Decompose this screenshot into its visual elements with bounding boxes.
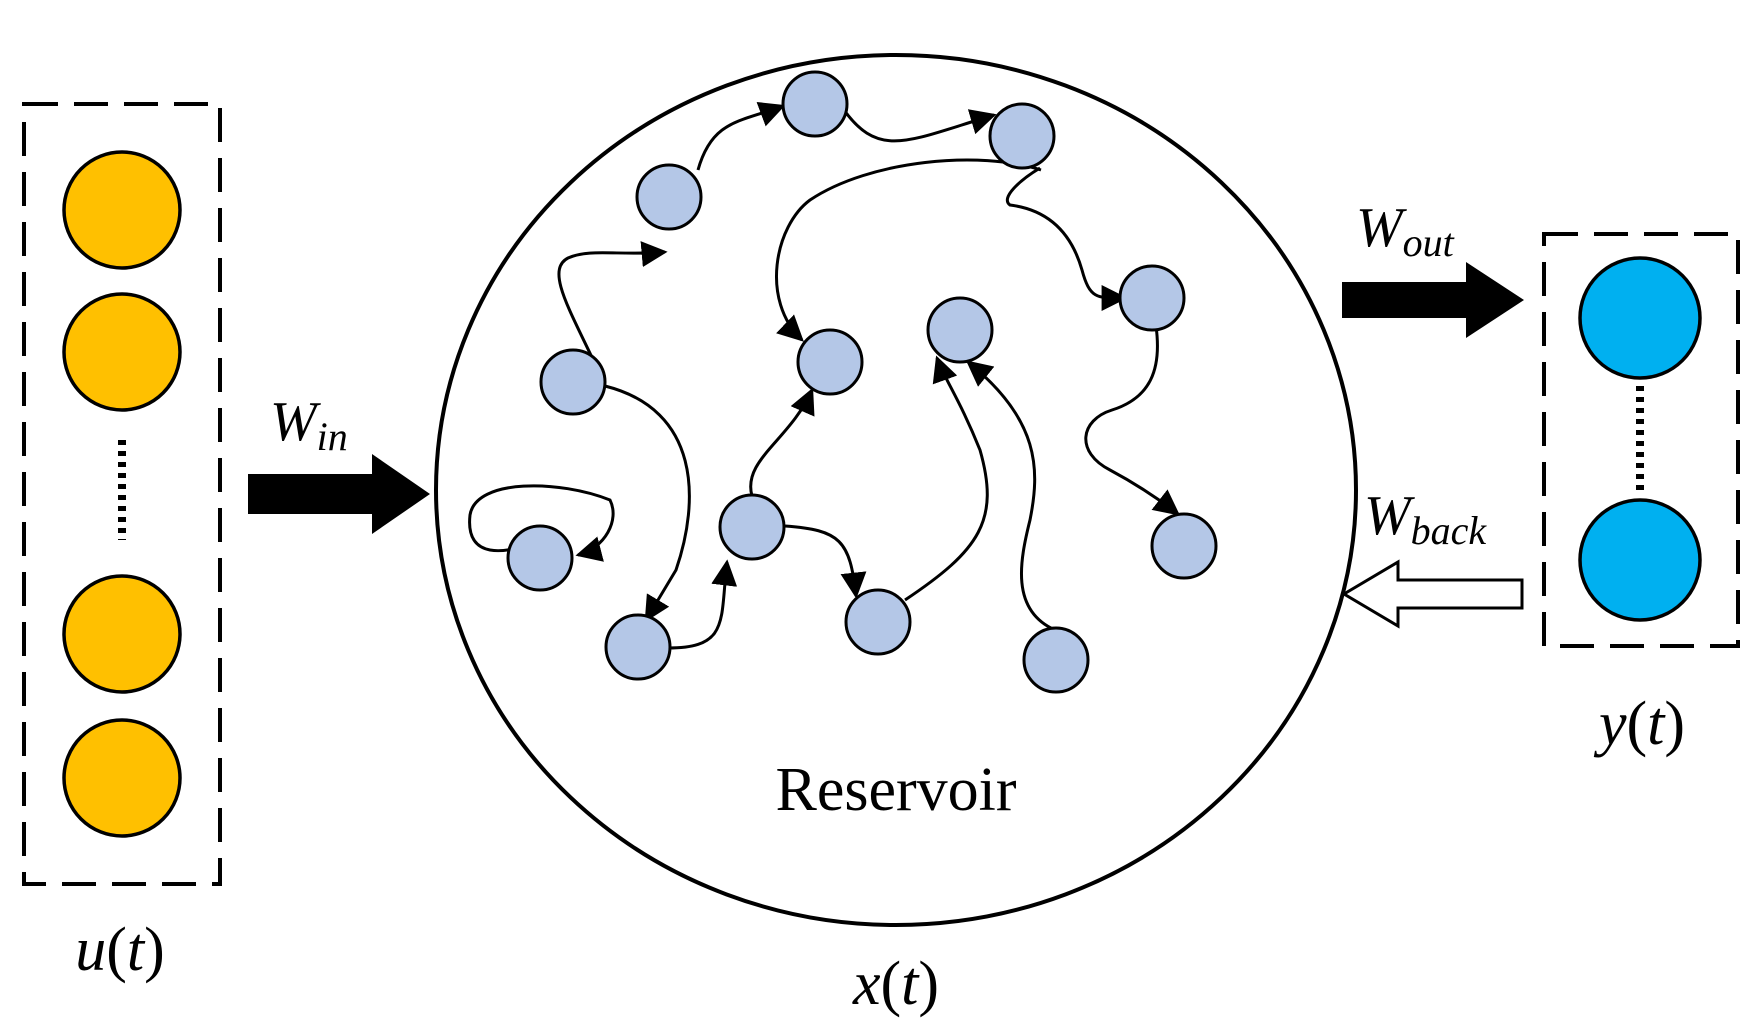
wout-label: Wout <box>1356 197 1455 265</box>
win-label: Win <box>270 391 348 459</box>
reservoir-node <box>604 613 672 681</box>
input-node <box>62 574 182 694</box>
reservoir-edge <box>904 355 989 602</box>
win-connection: Win <box>248 391 430 534</box>
reservoir-node <box>781 70 849 138</box>
reservoir-edge <box>468 484 615 562</box>
reservoir-node <box>926 296 994 364</box>
reservoir-edge <box>784 524 867 599</box>
reservoir: Reservoir x(t) <box>434 53 1358 1018</box>
solid-right-arrow-icon <box>248 454 430 534</box>
output-node <box>1578 498 1702 622</box>
reservoir-node <box>1118 264 1186 332</box>
output-label: y(t) <box>1593 690 1685 758</box>
reservoir-nodes <box>506 70 1218 694</box>
output-dashed-box <box>1542 232 1740 648</box>
reservoir-node <box>718 493 786 561</box>
output-layer: y(t) <box>1542 232 1740 758</box>
reservoir-node <box>635 163 703 231</box>
input-dashed-box <box>22 102 222 886</box>
output-node <box>1578 256 1702 380</box>
input-node <box>62 718 182 838</box>
reservoir-node <box>1022 626 1090 694</box>
input-node <box>62 150 182 270</box>
input-layer: u(t) <box>22 102 222 984</box>
reservoir-node <box>844 588 912 656</box>
reservoir-state-label: x(t) <box>852 950 939 1018</box>
hollow-left-arrow-icon <box>1341 559 1524 629</box>
reservoir-edge <box>557 241 668 367</box>
reservoir-caption: Reservoir <box>775 756 1016 824</box>
reservoir-edge <box>965 360 1056 632</box>
reservoir-node <box>796 328 864 396</box>
reservoir-node <box>539 348 607 416</box>
reservoir-circle <box>434 53 1358 927</box>
reservoir-edge <box>842 109 997 143</box>
wback-connection: Wback <box>1341 485 1524 629</box>
reservoir-node <box>988 102 1056 170</box>
reservoir-node <box>1150 512 1218 580</box>
reservoir-node <box>506 524 574 592</box>
reservoir-edge <box>1084 325 1181 516</box>
reservoir-edge <box>696 101 786 171</box>
reservoir-edges <box>468 101 1181 650</box>
solid-right-arrow-icon <box>1342 262 1524 338</box>
input-label: u(t) <box>75 916 165 984</box>
wback-label: Wback <box>1364 485 1487 553</box>
reservoir-edge <box>667 559 738 650</box>
input-node <box>62 292 182 412</box>
reservoir-edge <box>604 384 691 623</box>
reservoir-edge <box>1006 166 1128 312</box>
reservoir-edge <box>774 158 1042 342</box>
wout-connection: Wout <box>1342 197 1524 338</box>
reservoir-edge <box>749 387 815 497</box>
